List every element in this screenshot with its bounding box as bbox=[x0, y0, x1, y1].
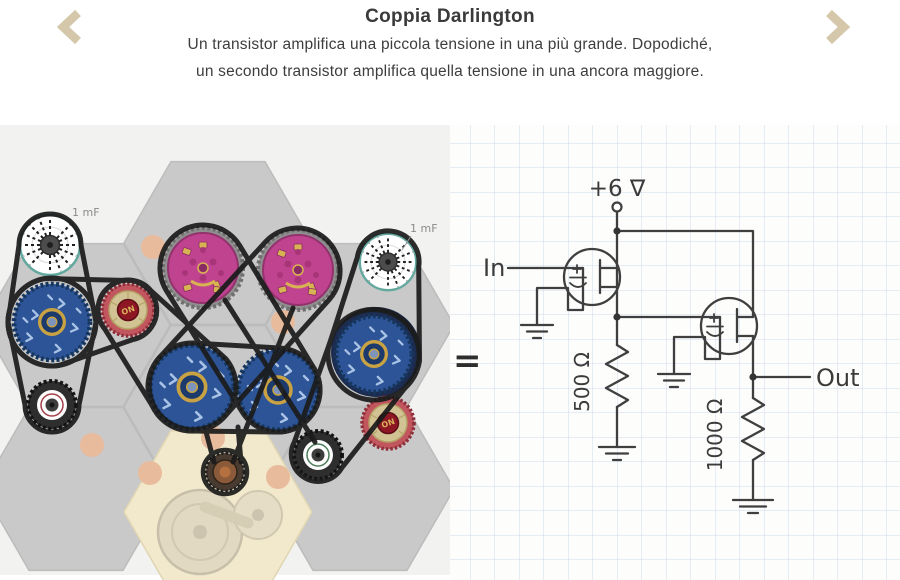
junction-gear-right bbox=[336, 316, 412, 392]
junction-dots bbox=[613, 227, 757, 381]
equals-sign: = bbox=[453, 341, 482, 381]
capacitor-right-label: 1 mF bbox=[410, 222, 438, 235]
resistor-1-label: 500 Ω bbox=[570, 352, 594, 412]
battery-ghost-mechanism bbox=[156, 488, 283, 576]
switch-left-on-label: ON bbox=[120, 304, 136, 317]
previous-button[interactable] bbox=[55, 9, 85, 45]
input-label: In bbox=[483, 254, 505, 282]
resistor-right-ring bbox=[306, 443, 330, 467]
resistor-gear-left bbox=[26, 379, 78, 431]
resistor-gear-right bbox=[292, 429, 344, 481]
supply-label: +6 ∇ bbox=[589, 176, 646, 202]
chevron-left-icon bbox=[56, 9, 81, 45]
mechanical-circuit-image: 1 mF 1 mF ON ON bbox=[0, 125, 455, 580]
next-button[interactable] bbox=[822, 9, 852, 45]
page-title: Coppia Darlington bbox=[365, 6, 535, 27]
resistor-left-ring bbox=[40, 393, 64, 417]
resistor-2-label: 1000 Ω bbox=[703, 399, 727, 472]
output-label: Out bbox=[816, 364, 860, 392]
transistor-2-symbol bbox=[699, 296, 759, 356]
supply-terminal bbox=[611, 201, 623, 213]
transistor-1-symbol bbox=[562, 247, 622, 307]
junction-gear-far-left bbox=[14, 284, 90, 360]
capacitor-gear-right bbox=[358, 232, 418, 292]
transistor-gear-left bbox=[161, 226, 245, 310]
capacitor-left-label: 1 mF bbox=[72, 206, 100, 219]
description-line-2: un secondo transistor amplifica quella t… bbox=[196, 63, 704, 80]
description-line-1: Un transistor amplifica una piccola tens… bbox=[187, 36, 713, 53]
chevron-right-icon bbox=[826, 9, 851, 45]
drive-belts bbox=[5, 211, 423, 497]
circuit-wires bbox=[506, 210, 812, 515]
schematic-diagram: = bbox=[450, 125, 900, 580]
switch-right-on-label: ON bbox=[380, 417, 396, 430]
label-leader-line bbox=[401, 235, 412, 251]
